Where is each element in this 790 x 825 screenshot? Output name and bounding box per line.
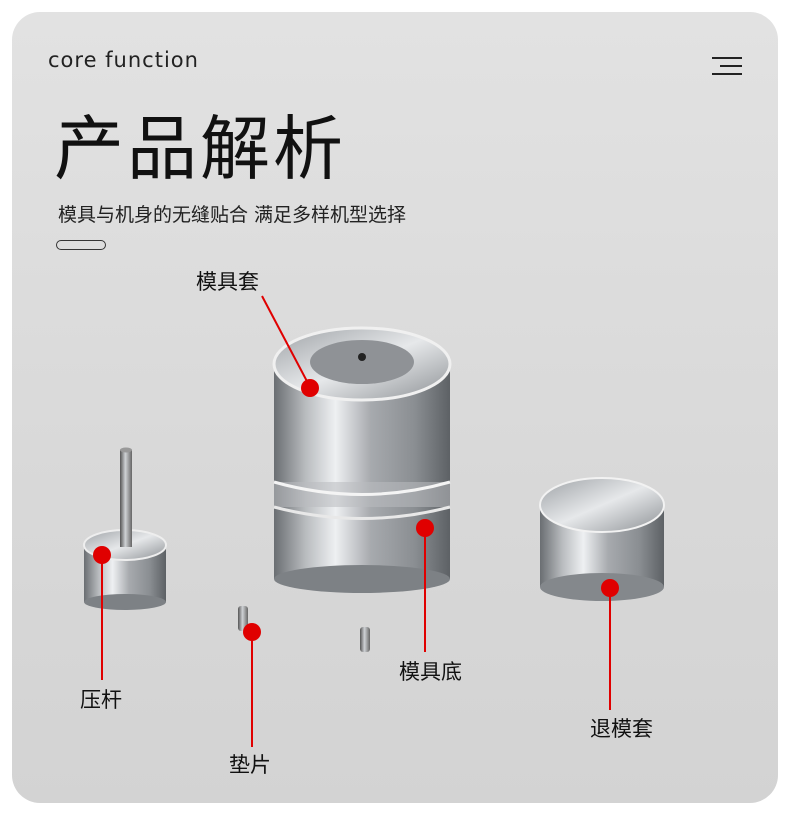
marker-spacer: [243, 623, 261, 641]
product-illustration: [83, 295, 665, 747]
subtitle-english: core function: [48, 48, 199, 72]
page-title: 产品解析: [54, 108, 346, 190]
marker-mold-base: [416, 519, 434, 537]
mold-assembly: [272, 326, 452, 593]
ejector-sleeve-part: [539, 477, 665, 601]
press-rod-part: [83, 447, 167, 610]
callouts: [93, 295, 619, 747]
label-mold-sleeve: 模具套: [196, 270, 259, 294]
content-card: core function 产品解析 模具与机身的无缝贴合 满足多样机型选择: [12, 12, 778, 803]
marker-ejector-sleeve: [601, 579, 619, 597]
label-press-rod: 压杆: [80, 688, 122, 712]
marker-press-rod: [93, 546, 111, 564]
menu-lines-icon[interactable]: [710, 57, 742, 81]
label-ejector-sleeve: 退模套: [590, 717, 653, 741]
callout-line-mold-sleeve: [261, 295, 311, 388]
label-mold-base: 模具底: [399, 660, 462, 684]
spacer-parts: [238, 606, 370, 652]
marker-mold-sleeve: [301, 379, 319, 397]
label-spacer: 垫片: [229, 753, 271, 777]
decorative-pill: [56, 240, 106, 250]
tagline: 模具与机身的无缝贴合 满足多样机型选择: [58, 204, 407, 226]
